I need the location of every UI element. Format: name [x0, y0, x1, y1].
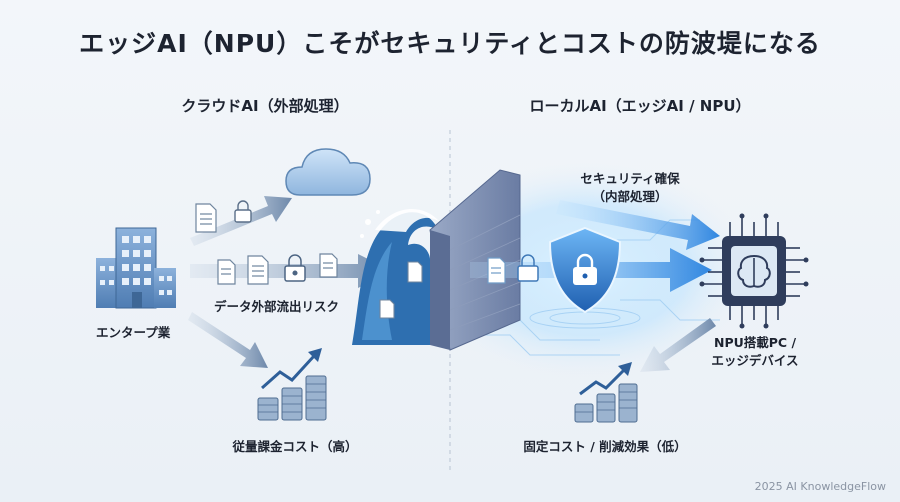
wall-icon	[429, 169, 521, 351]
lock-icon	[284, 254, 306, 282]
arrow-to-cost	[188, 312, 268, 368]
shield-lock-icon	[548, 226, 622, 314]
lock-icon	[517, 254, 539, 282]
coin-stack-icon	[257, 375, 327, 421]
trend-up-arrowhead	[308, 348, 322, 362]
wave-icon	[352, 208, 440, 345]
data-leak-risk-label: データ外部流出リスク	[214, 299, 340, 314]
enterprise-building-icon	[96, 227, 176, 309]
device-label-line2: エッジデバイス	[711, 353, 799, 368]
right-cost-label: 固定コスト / 削減効果（低）	[523, 439, 687, 454]
device-label-line1: NPU搭載PC /	[713, 335, 797, 350]
trend-up-arrow-icon	[579, 368, 626, 396]
document-icon	[195, 203, 217, 233]
security-label-line1: セキュリティ確保	[580, 171, 680, 186]
document-icon	[379, 261, 423, 319]
trend-up-arrow-icon	[261, 354, 316, 390]
security-label-line2: （内部処理）	[592, 189, 668, 204]
arrow-to-cost-right	[640, 318, 716, 372]
document-icon	[217, 253, 338, 285]
diagram-title: エッジAI（NPU）こそがセキュリティとコストの防波堤になる	[79, 29, 821, 58]
document-icon	[487, 257, 506, 284]
arrow-to-chip	[556, 200, 720, 250]
coin-stack-icon	[574, 383, 638, 423]
cloud-icon	[285, 148, 371, 196]
left-cost-label: 従量課金コスト（高）	[232, 439, 358, 454]
trend-up-arrowhead	[618, 362, 632, 376]
npu-chip-icon	[699, 213, 809, 329]
lock-icon	[234, 200, 252, 223]
local-ai-heading: ローカルAI（エッジAI / NPU）	[529, 97, 751, 115]
footer-credit: 2025 AI KnowledgeFlow	[754, 480, 886, 493]
cloud-ai-heading: クラウドAI（外部処理）	[181, 97, 349, 115]
enterprise-label: エンタープ業	[96, 325, 171, 340]
